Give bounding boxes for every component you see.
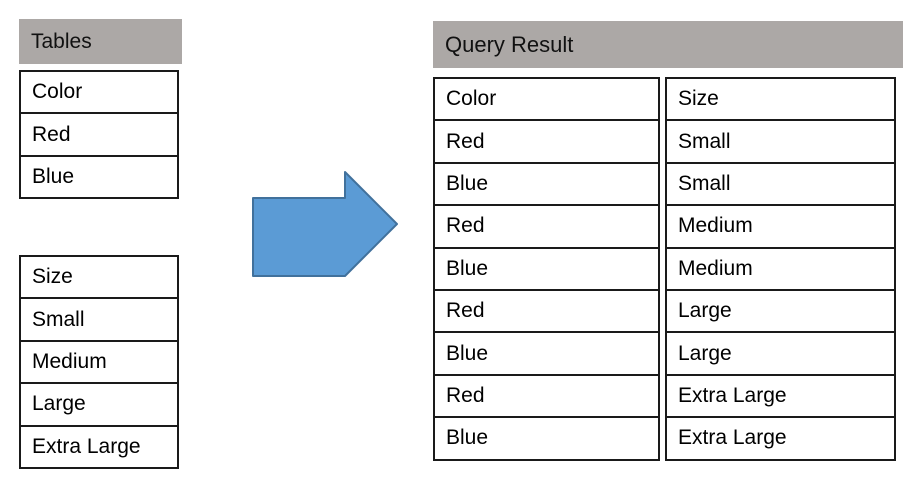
result-cell: Red — [433, 373, 660, 419]
table-row: Large — [665, 288, 896, 334]
table-row: Small — [665, 119, 896, 164]
table-row: Small — [19, 297, 179, 342]
size-cell: Extra Large — [19, 424, 179, 469]
table-row: Extra Large — [19, 424, 179, 469]
table-row: Extra Large — [665, 373, 896, 419]
table-row: Large — [665, 331, 896, 376]
table-row: Red — [433, 288, 660, 334]
table-row: Blue — [433, 416, 660, 461]
result-cell: Blue — [433, 416, 660, 461]
table-row: Medium — [665, 246, 896, 291]
result-cell: Red — [433, 204, 660, 249]
right-arrow-icon — [252, 171, 398, 277]
size-cell: Medium — [19, 339, 179, 385]
table-row: Red — [19, 112, 179, 157]
table-row: Blue — [19, 154, 179, 200]
result-cell: Extra Large — [665, 373, 896, 419]
size-table: Size Small Medium Large Extra Large — [19, 254, 179, 469]
size-cell: Small — [19, 297, 179, 342]
result-color-header: Color — [433, 76, 660, 122]
query-result-section-label: Query Result — [433, 21, 903, 68]
table-row: Blue — [433, 246, 660, 291]
result-cell: Large — [665, 288, 896, 334]
result-cell: Blue — [433, 331, 660, 376]
result-cell: Medium — [665, 246, 896, 291]
color-table-header: Color — [19, 69, 179, 115]
right-arrow-shape — [252, 171, 398, 277]
size-table-header: Size — [19, 254, 179, 300]
color-cell: Red — [19, 112, 179, 157]
result-cell: Blue — [433, 246, 660, 291]
result-cell: Small — [665, 119, 896, 164]
result-color-column: Color Red Blue Red Blue Red Blue Red Blu… — [433, 76, 660, 461]
result-cell: Medium — [665, 204, 896, 249]
result-cell: Small — [665, 161, 896, 207]
table-header-row: Size — [19, 254, 179, 300]
query-result-table: Color Red Blue Red Blue Red Blue Red Blu… — [433, 76, 896, 461]
result-cell: Red — [433, 288, 660, 334]
table-row: Medium — [665, 204, 896, 249]
size-cell: Large — [19, 382, 179, 427]
color-table: Color Red Blue — [19, 69, 179, 200]
table-row: Medium — [19, 339, 179, 385]
table-header-row: Color — [19, 69, 179, 115]
table-row: Red — [433, 119, 660, 164]
result-cell: Blue — [433, 161, 660, 207]
result-size-header: Size — [665, 76, 896, 122]
table-row: Blue — [433, 161, 660, 207]
color-cell: Blue — [19, 154, 179, 200]
tables-section-label: Tables — [19, 19, 182, 64]
result-cell: Extra Large — [665, 416, 896, 461]
table-row: Red — [433, 373, 660, 419]
table-header-row: Color — [433, 76, 660, 122]
table-header-row: Size — [665, 76, 896, 122]
result-cell: Large — [665, 331, 896, 376]
result-size-column: Size Small Small Medium Medium Large Lar… — [665, 76, 896, 461]
table-row: Small — [665, 161, 896, 207]
table-row: Blue — [433, 331, 660, 376]
table-row: Large — [19, 382, 179, 427]
table-row: Red — [433, 204, 660, 249]
table-row: Extra Large — [665, 416, 896, 461]
result-cell: Red — [433, 119, 660, 164]
